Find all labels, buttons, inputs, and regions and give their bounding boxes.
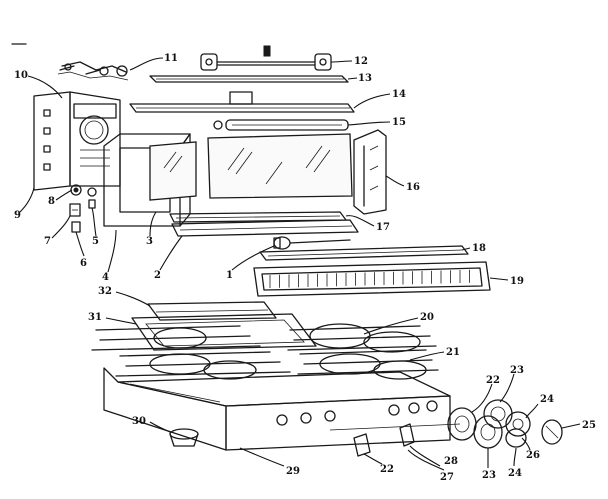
callout-14: 14 [392,89,406,100]
callout-21: 21 [446,347,460,358]
callout-2: 2 [154,270,161,281]
callout-22-lower: 22 [380,464,394,475]
part-20-grate [91,323,437,353]
callout-18: 18 [472,243,486,254]
callout-15: 15 [392,117,406,128]
knob-axis-line [329,423,461,431]
callout-1: 1 [226,270,233,281]
callout-23-lower: 23 [482,470,496,481]
callout-10: 10 [14,70,28,81]
callout-27: 27 [440,472,454,483]
callout-3: 3 [146,236,153,247]
part-29-cooktop-body [103,367,451,451]
callout-19: 19 [510,276,524,287]
part-32-top-plate [147,301,277,321]
part-25-control-knob [541,419,563,445]
callout-32: 32 [98,286,112,297]
callout-4: 4 [102,272,109,283]
callout-5: 5 [92,236,99,247]
part-16-hinge-bracket [353,129,387,215]
callout-12: 12 [354,56,368,67]
part-2-rail [171,219,359,237]
callout-9: 9 [14,210,21,221]
part-21-lower-grate [115,349,439,380]
part-18-burner-tube [259,245,469,261]
part-7-switch [69,203,81,217]
callout-26: 26 [526,450,540,461]
part-outer-glass-panel [207,133,353,199]
callout-17: 17 [376,222,390,233]
callout-23-upper: 23 [510,365,524,376]
callout-13: 13 [358,73,372,84]
part-inner-glass [149,141,197,201]
part-12-rod-with-clips [200,45,332,71]
part-6-clip [71,221,81,233]
callout-6: 6 [80,258,87,269]
part-30-cup [169,428,199,447]
part-22-valve-stem [353,433,371,457]
callout-16: 16 [406,182,420,193]
callout-22-upper: 22 [486,375,500,386]
callout-7: 7 [44,236,51,247]
part-23-knob-ring-upper [483,399,513,429]
part-19-vent-grille [253,261,491,297]
part-26-knob-insert [505,428,527,448]
part-5-fitting [87,187,97,209]
callout-20: 20 [420,312,434,323]
part-24-knob [505,411,531,437]
part-1-valve [273,236,351,250]
part-10-control-housing [33,91,121,191]
part-13-trim-strip [149,75,349,83]
callout-29: 29 [286,466,300,477]
callout-30: 30 [132,416,146,427]
part-15-tube [213,119,349,131]
part-28-valve-stem [399,423,415,447]
callout-25: 25 [582,420,596,431]
callout-8: 8 [48,196,55,207]
leader-lines [19,57,581,471]
callout-24-lower: 24 [508,468,522,479]
callout-28: 28 [444,456,458,467]
callout-31: 31 [88,312,102,323]
callout-24-upper: 24 [540,394,554,405]
callout-11: 11 [164,53,178,64]
part-14-long-bracket [129,91,355,113]
part-11-igniter-assembly [57,61,129,81]
